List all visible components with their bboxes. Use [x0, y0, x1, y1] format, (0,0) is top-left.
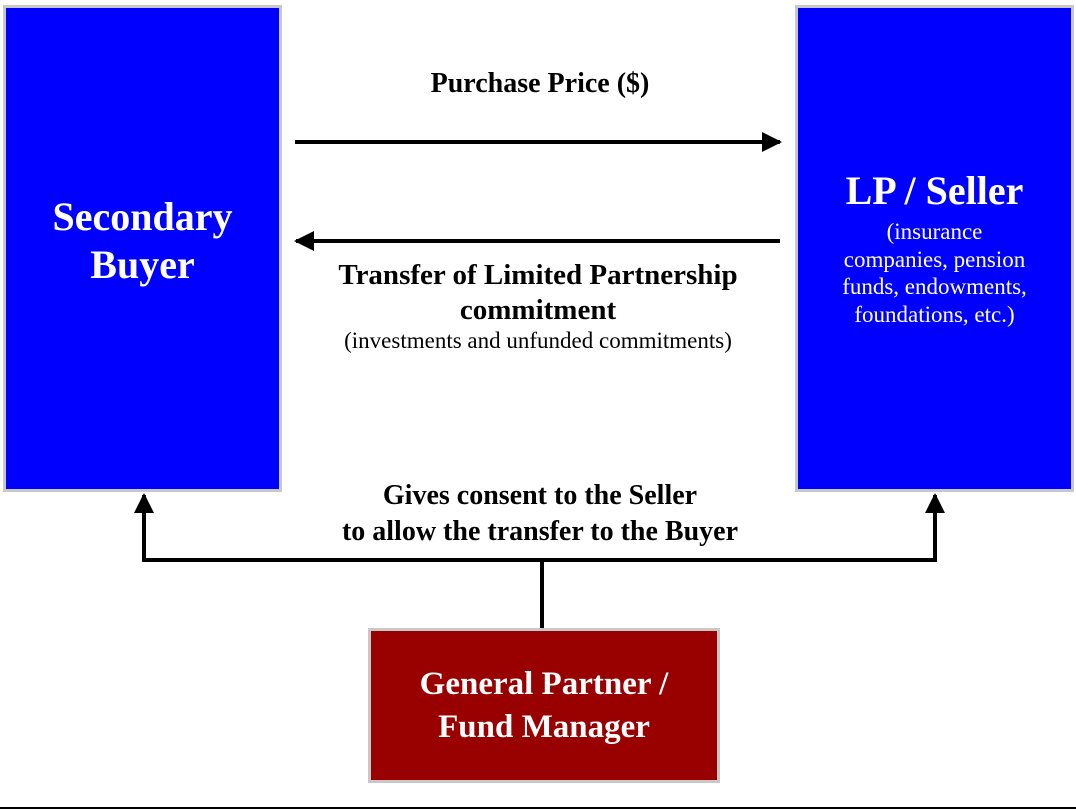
gp-title-line2: Fund Manager: [438, 708, 650, 745]
gp-title: General Partner / Fund Manager: [420, 663, 669, 749]
consent-label-line1: Gives consent to the Seller: [382, 480, 698, 511]
lp-seller-box: LP / Seller (insurance companies, pensio…: [795, 5, 1074, 492]
consent-label-line2: to allow the transfer to the Buyer: [341, 516, 739, 548]
secondary-buyer-box: Secondary Buyer: [3, 5, 282, 492]
transfer-label-line2: commitment: [459, 293, 617, 326]
seller-sub-line: (insurance: [886, 219, 983, 244]
buyer-title-line1: Secondary: [52, 194, 233, 240]
transfer-label-line1: Transfer of Limited Partnership: [338, 259, 738, 291]
buyer-title-line2: Buyer: [90, 241, 195, 287]
buyer-title: Secondary Buyer: [53, 193, 233, 287]
seller-sub-line: foundations, etc.): [854, 301, 1015, 327]
seller-sub-line: companies, pension: [843, 246, 1026, 272]
consent-label: Gives consent to the Seller to allow the…: [280, 478, 800, 551]
transfer-note: (investments and unfunded commitments): [344, 327, 732, 353]
general-partner-box: General Partner / Fund Manager: [368, 628, 720, 783]
purchase-price-label: Purchase Price ($): [430, 68, 650, 99]
seller-subtitle: (insurance companies, pension funds, end…: [834, 218, 1035, 328]
gp-title-line1: General Partner /: [419, 665, 669, 702]
transfer-label: Transfer of Limited Partnership commitme…: [288, 258, 788, 354]
bottom-rule: [0, 807, 1076, 809]
seller-title: LP / Seller: [845, 168, 1024, 213]
seller-sub-line: funds, endowments,: [842, 274, 1027, 300]
consent-connector: [134, 493, 945, 562]
